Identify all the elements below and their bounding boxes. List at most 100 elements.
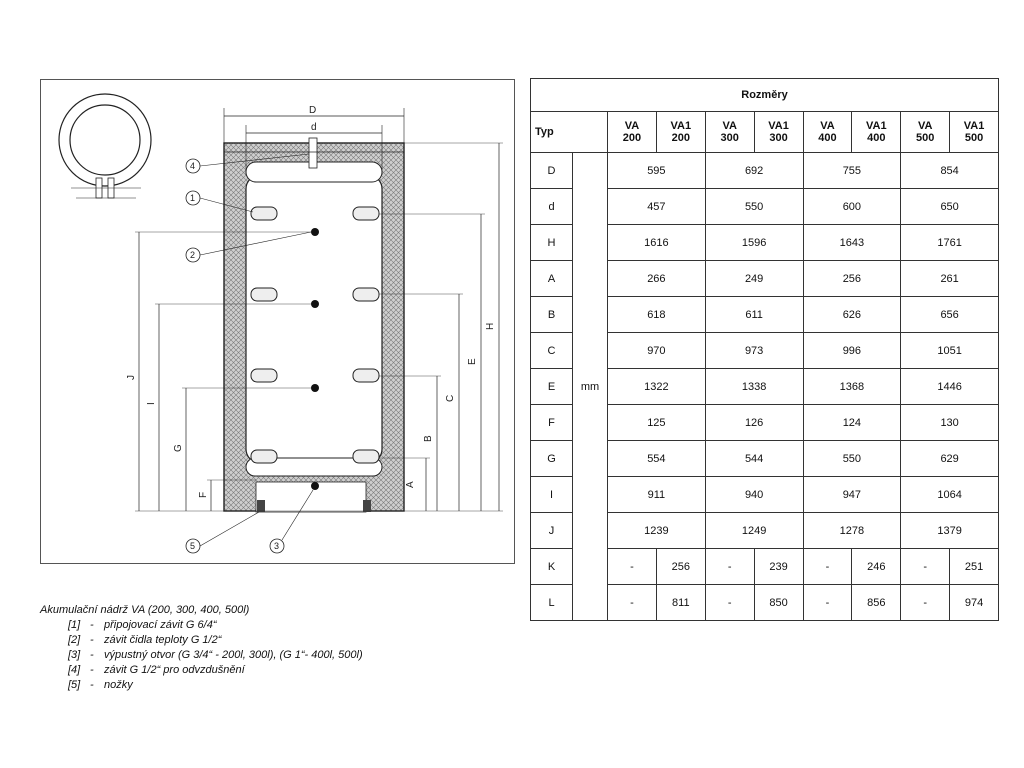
unit-cell: mm [572,152,608,621]
dimension-label: B [530,296,573,333]
table-cell: 1446 [900,368,999,405]
caption-item-number: [5] [68,679,81,691]
dim-G-label: G [173,444,184,452]
typ-header: Typ [530,111,608,153]
caption-item-dash: - [90,679,94,691]
table-cell: - [802,584,853,621]
callout-4: 4 [190,161,195,171]
top-view-ring [58,93,152,199]
table-cell: 755 [802,152,902,189]
callout-5: 5 [190,541,195,551]
caption-item-number: [3] [68,649,81,661]
table-cell: 973 [704,332,804,369]
table-cell: 974 [949,584,999,621]
dim-D-label: D [309,105,316,116]
caption-item-text: závit čidla teploty G 1/2“ [104,634,222,646]
model-name: VA [820,120,835,132]
table-cell: 1338 [704,368,804,405]
dimension-label: H [530,224,573,261]
table-cell: 239 [753,548,804,585]
model-volume: 300 [769,132,788,144]
height-dimensions-left: J I G F [126,231,311,512]
model-name: VA1 [768,120,789,132]
connection-nozzles [250,206,380,490]
caption-item-number: [2] [68,634,81,646]
table-cell: 130 [900,404,999,441]
part-callouts: 4 1 2 5 3 [185,153,314,554]
table-cell: 1064 [900,476,999,513]
dimension-label: A [530,260,573,297]
table-cell: 246 [851,548,902,585]
table-cell: 970 [607,332,706,369]
table-cell: 911 [607,476,706,513]
table-cell: 1379 [900,512,999,549]
table-cell: 629 [900,440,999,477]
caption-item-text: výpustný otvor (G 3/4“ - 200l, 300l), (G… [104,649,363,661]
table-cell: 656 [900,296,999,333]
tank-drawing-panel: D d H E C B A [40,79,515,564]
table-cell: 550 [802,440,902,477]
table-cell: - [704,548,755,585]
model-name: VA1 [963,120,985,132]
dim-I-label: I [146,402,157,405]
table-cell: 947 [802,476,902,513]
table-cell: 940 [704,476,804,513]
width-dimensions: D d [223,105,405,175]
dim-E-label: E [467,358,478,365]
table-cell: 1643 [802,224,902,261]
model-volume: 300 [720,132,739,144]
table-cell: 611 [704,296,804,333]
dimension-label: K [530,548,573,585]
caption-item-dash: - [90,664,94,676]
tank-drawing: D d H E C B A [58,93,503,554]
model-volume: 400 [867,132,886,144]
caption-item-text: nožky [104,679,133,691]
caption-item-number: [4] [68,664,81,676]
table-cell: 856 [851,584,902,621]
table-cell: 124 [802,404,902,441]
model-volume: 500 [916,132,935,144]
dimension-label: L [530,584,573,621]
table-cell: 256 [655,548,706,585]
model-name: VA [624,120,640,132]
caption-item: [5]-nožky [40,678,520,693]
dimension-label: d [530,188,573,225]
callout-1: 1 [190,193,195,203]
caption-item-dash: - [90,649,94,661]
table-cell: 650 [900,188,999,225]
table-cell: 126 [704,404,804,441]
table-cell: 996 [802,332,902,369]
callout-2: 2 [190,250,195,260]
table-cell: 1239 [607,512,706,549]
table-cell: 595 [607,152,706,189]
model-volume: 500 [964,132,984,144]
table-cell: 1051 [900,332,999,369]
table-cell: - [802,548,853,585]
table-cell: 692 [704,152,804,189]
table-cell: 251 [949,548,999,585]
caption-item-text: připojovací závit G 6/4“ [104,619,217,631]
table-cell: 1596 [704,224,804,261]
model-name: VA [722,120,737,132]
dimension-label: D [530,152,573,189]
table-cell: 261 [900,260,999,297]
table-cell: - [704,584,755,621]
dim-J-label: J [126,375,137,380]
caption-item: [1]-připojovací závit G 6/4“ [40,618,520,633]
dim-C-label: C [445,395,456,402]
